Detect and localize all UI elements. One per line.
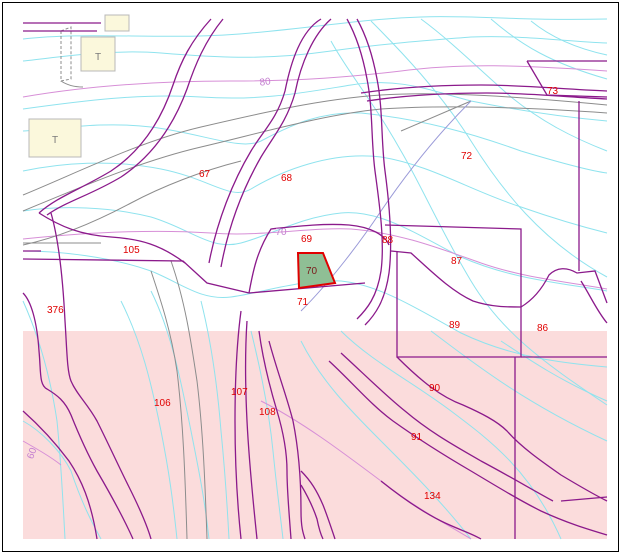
building-label-1: T <box>95 52 101 63</box>
parcel-label-72: 72 <box>461 151 473 162</box>
selected-parcel-70[interactable] <box>296 252 337 290</box>
parcel-label-70: 70 <box>306 266 318 277</box>
contour-label-60: 60 <box>25 446 39 461</box>
parcel-label-86: 86 <box>537 323 549 334</box>
parcel-labels: 67 68 69 70 71 72 73 86 87 88 89 90 91 1… <box>47 86 559 502</box>
contour-label-70: 70 <box>275 227 287 238</box>
cadastral-map[interactable]: T T 80 70 60 67 68 69 70 71 72 73 86 87 … <box>3 3 620 553</box>
buildings <box>28 14 130 158</box>
parcel-label-90: 90 <box>429 383 441 394</box>
parcel-label-73: 73 <box>547 86 559 97</box>
parcel-boundaries <box>22 18 608 540</box>
parcel-label-91: 91 <box>411 432 423 443</box>
building-label-2: T <box>52 135 58 146</box>
parcel-label-87: 87 <box>451 256 463 267</box>
parcel-label-68: 68 <box>281 173 293 184</box>
building-1 <box>80 36 116 72</box>
parcel-label-134: 134 <box>424 491 441 502</box>
parcel-label-89: 89 <box>449 320 461 331</box>
parcel-label-107: 107 <box>231 387 248 398</box>
building-top <box>104 14 130 32</box>
map-frame: T T 80 70 60 67 68 69 70 71 72 73 86 87 … <box>2 2 619 552</box>
shaded-zone <box>23 331 607 539</box>
parcel-label-105: 105 <box>123 245 140 256</box>
parcel-label-69: 69 <box>301 234 313 245</box>
parcel-label-88: 88 <box>382 235 394 246</box>
parcel-label-71: 71 <box>297 297 309 308</box>
contour-label-80: 80 <box>259 76 272 89</box>
contour-lines <box>22 16 608 540</box>
parcel-label-67: 67 <box>199 169 211 180</box>
building-2 <box>28 118 82 158</box>
parcel-label-106: 106 <box>154 398 171 409</box>
parcel-label-108: 108 <box>259 407 276 418</box>
parcel-label-376: 376 <box>47 305 64 316</box>
